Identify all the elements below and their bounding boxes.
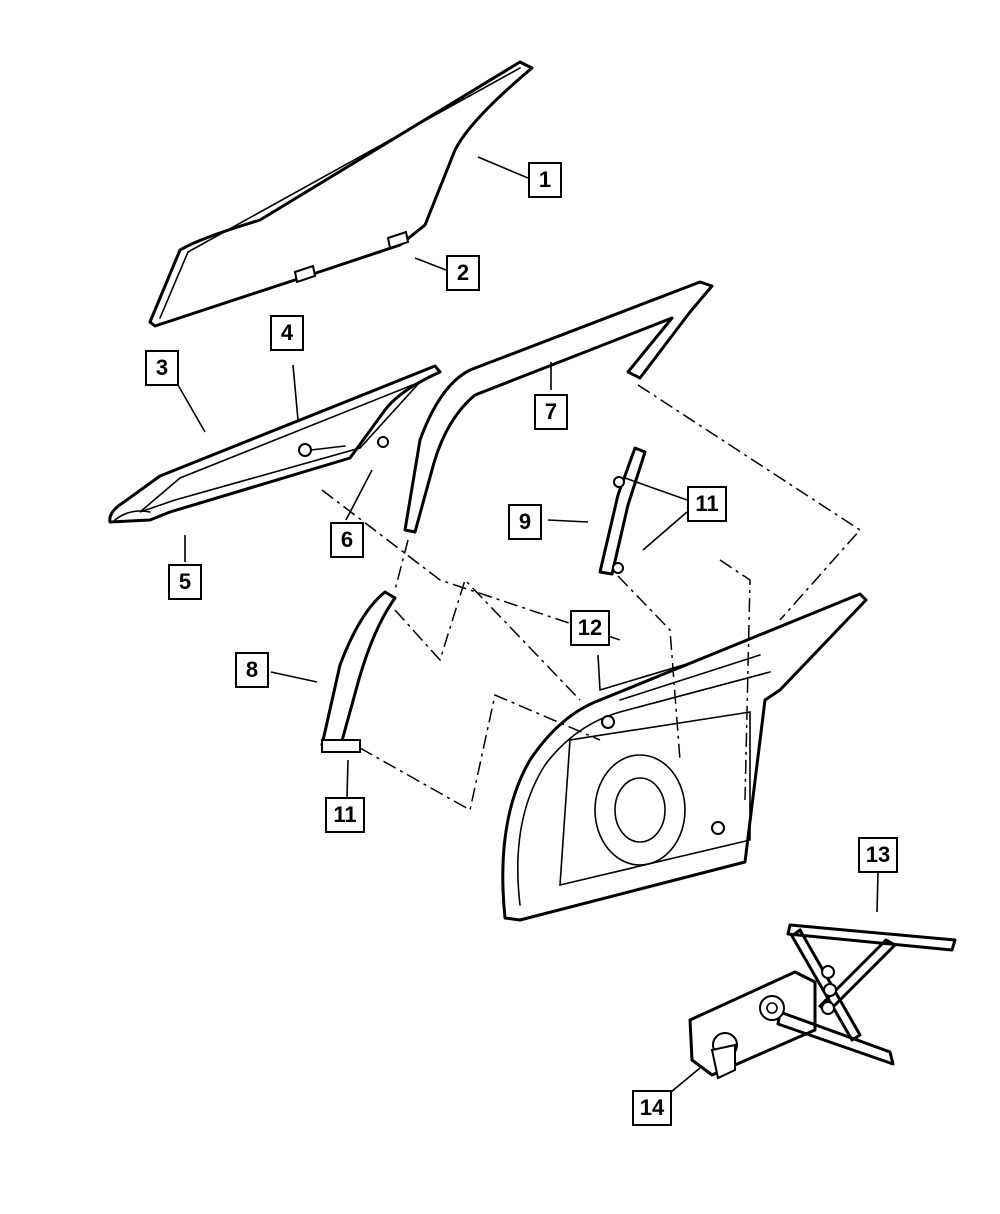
callout-8: 8	[235, 652, 269, 688]
callout-9: 9	[508, 504, 542, 540]
rear-channel	[598, 446, 647, 576]
callout-3: 3	[145, 350, 179, 386]
screw-part	[298, 443, 346, 457]
callout-14: 14	[632, 1090, 672, 1126]
assembly-line-front	[394, 578, 581, 701]
callout-12: 12	[570, 610, 610, 646]
door-weatherstrip	[403, 280, 714, 534]
window-regulator	[776, 923, 957, 1066]
callout-4: 4	[270, 315, 304, 351]
leader-lines	[177, 156, 879, 1093]
front-channel	[320, 590, 397, 753]
callout-5: 5	[168, 564, 202, 600]
nut-part	[377, 436, 389, 448]
door-shell	[501, 592, 868, 922]
callout-2: 2	[446, 255, 480, 291]
callout-6: 6	[330, 522, 364, 558]
assembly-line-rear	[617, 575, 681, 761]
callout-1: 1	[528, 162, 562, 198]
door-glass	[148, 60, 534, 328]
callout-11-rear: 11	[687, 486, 727, 522]
callout-11-front: 11	[325, 797, 365, 833]
assembly-line-channel	[394, 539, 409, 591]
assembly-line-weatherstrip	[637, 384, 862, 621]
vent-window-frame	[108, 364, 442, 524]
assembly-line-bolt	[359, 693, 601, 812]
callout-7: 7	[534, 394, 568, 430]
callout-13: 13	[858, 837, 898, 873]
assembly-line-bolt-rear	[719, 559, 751, 801]
regulator-motor	[688, 970, 817, 1080]
